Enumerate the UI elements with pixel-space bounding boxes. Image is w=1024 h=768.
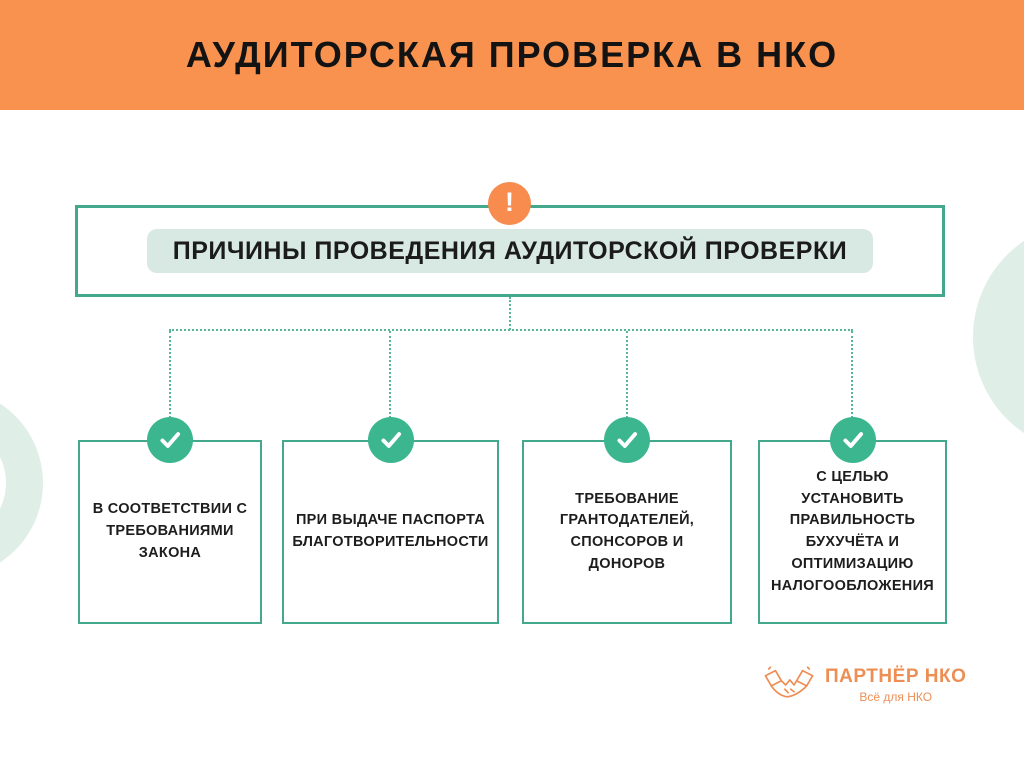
brand-tagline: Всё для НКО <box>859 690 933 704</box>
check-glyph <box>617 432 638 448</box>
branch-node-law: В СООТВЕТСТВИИ С ТРЕБОВАНИЯМИ ЗАКОНА <box>78 417 262 624</box>
check-glyph <box>160 432 181 448</box>
decor-circle-right <box>973 221 1024 453</box>
branch-label: В СООТВЕТСТВИИ С ТРЕБОВАНИЯМИ ЗАКОНА <box>92 501 248 561</box>
check-icon <box>829 417 876 463</box>
connector-drop-2 <box>389 331 391 418</box>
branch-label: ТРЕБОВАНИЕ ГРАНТОДАТЕЛЕЙ, СПОНСОРОВ И ДО… <box>559 490 695 572</box>
check-icon <box>604 417 650 463</box>
branch-label: ПРИ ВЫДАЧЕ ПАСПОРТА БЛАГОТВОРИТЕЛЬНОСТИ <box>292 512 489 550</box>
handshake-icon <box>764 666 814 698</box>
exclamation-glyph: ! <box>505 187 514 217</box>
check-icon <box>367 417 414 463</box>
brand-text: ПАРТНЁР НКО Всё для НКО <box>825 666 966 704</box>
branch-label: С ЦЕЛЬЮ УСТАНОВИТЬ ПРАВИЛЬНОСТЬ БУХУЧЁТА… <box>770 468 935 594</box>
branch-node-charity-passport: ПРИ ВЫДАЧЕ ПАСПОРТА БЛАГОТВОРИТЕЛЬНОСТИ <box>282 417 499 624</box>
header-banner: АУДИТОРСКАЯ ПРОВЕРКА В НКО <box>0 0 1024 110</box>
decor-ring-left <box>0 388 43 578</box>
check-glyph <box>380 432 401 448</box>
connector-drop-1 <box>169 331 171 418</box>
connector-stem <box>509 297 511 330</box>
brand-name: ПАРТНЁР НКО <box>825 666 967 687</box>
exclamation-icon: ! <box>488 182 531 225</box>
branch-node-accounting: С ЦЕЛЬЮ УСТАНОВИТЬ ПРАВИЛЬНОСТЬ БУХУЧЁТА… <box>758 417 947 624</box>
branch-node-grantors: ТРЕБОВАНИЕ ГРАНТОДАТЕЛЕЙ, СПОНСОРОВ И ДО… <box>522 417 732 624</box>
root-label: ПРИЧИНЫ ПРОВЕДЕНИЯ АУДИТОРСКОЙ ПРОВЕРКИ <box>172 236 848 265</box>
check-glyph <box>842 432 863 448</box>
brand-logo: ПАРТНЁР НКО Всё для НКО <box>762 666 966 704</box>
root-label-highlight: ПРИЧИНЫ ПРОВЕДЕНИЯ АУДИТОРСКОЙ ПРОВЕРКИ <box>146 229 874 273</box>
check-icon <box>147 417 193 463</box>
connector-rail <box>169 329 853 331</box>
page-title: АУДИТОРСКАЯ ПРОВЕРКА В НКО <box>185 34 839 75</box>
connector-drop-3 <box>626 331 628 418</box>
connector-drop-4 <box>851 331 853 418</box>
